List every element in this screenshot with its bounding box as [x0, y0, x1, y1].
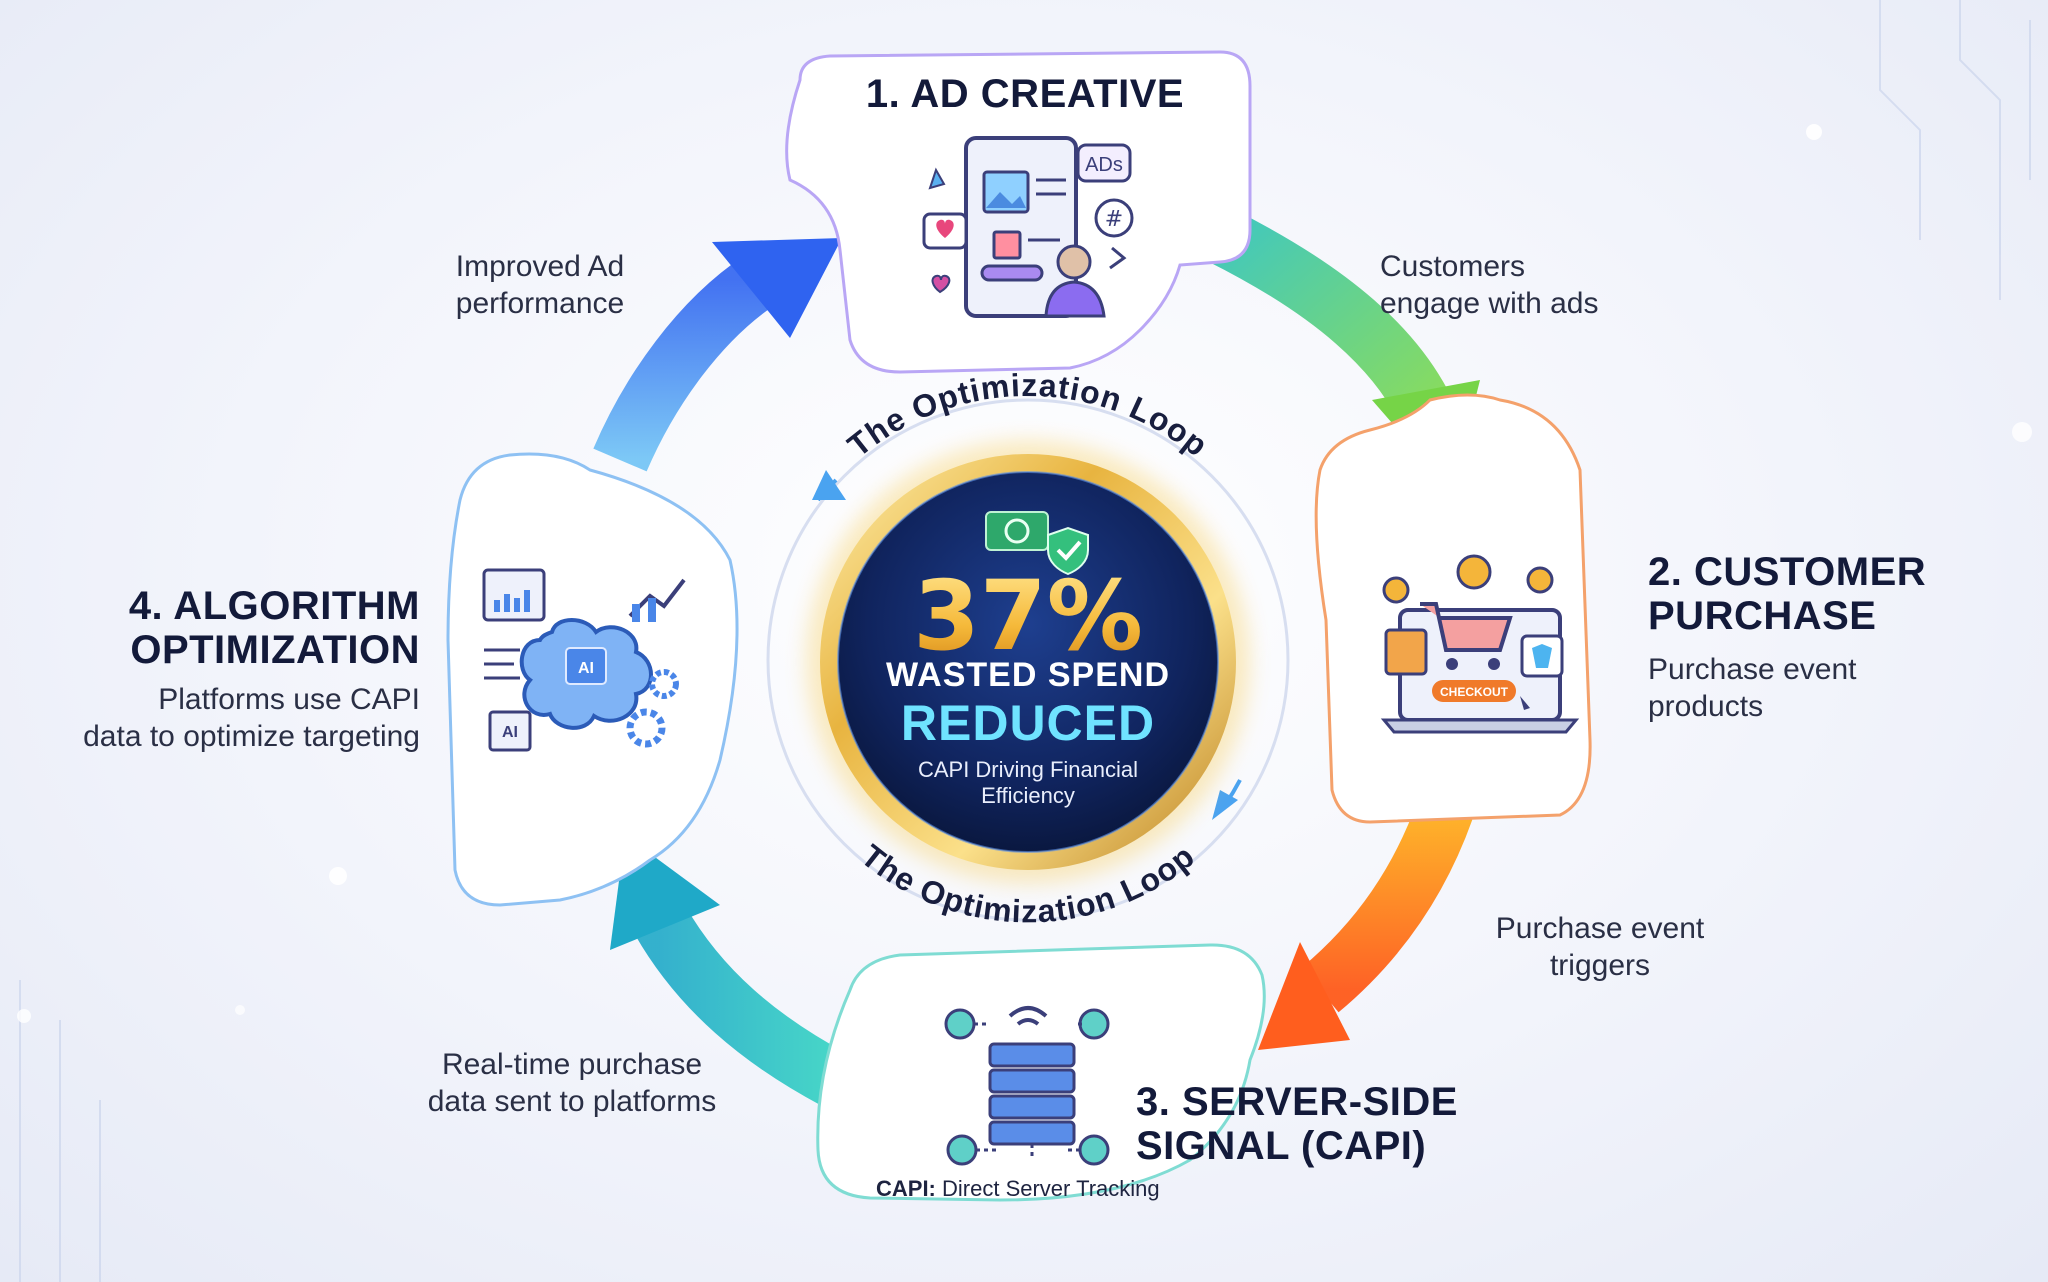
- flow-label-2-line-1: Purchase event: [1495, 912, 1705, 945]
- flow-label-2-line-2: triggers: [1549, 949, 1651, 982]
- badge-note-line-1: CAPI Driving Financial: [917, 757, 1139, 782]
- ad-creative-tablet-icon: #: [922, 136, 1134, 318]
- step-3-note-bold: CAPI:: [876, 1176, 936, 1201]
- step-4-title-line-2: OPTIMIZATION: [130, 628, 420, 672]
- badge-percent: 37%: [858, 566, 1198, 666]
- svg-text:#: #: [1105, 207, 1123, 232]
- flow-arrowhead-orange: [1258, 942, 1350, 1050]
- decorative-bokeh: [17, 124, 2032, 1023]
- step-4-title-line-1: 4. ALGORITHM: [128, 584, 420, 628]
- center-badge: [806, 440, 1250, 884]
- checkout-text: CHECKOUT: [1440, 685, 1509, 699]
- ai-brain-icon: [482, 568, 686, 752]
- flow-label-1-line-2: engage with ads: [1380, 287, 1599, 320]
- ads-bubble: [1076, 143, 1132, 183]
- flow-label-4-line-1: Improved Ad: [455, 250, 625, 283]
- ai-chip-small-text: AI: [502, 724, 518, 741]
- badge-line-1: WASTED SPEND: [885, 656, 1171, 694]
- decorative-circuit-lines: [19, 0, 2031, 1282]
- step-2-title-line-1: 2. CUSTOMER: [1648, 550, 1927, 594]
- ads-bubble-text: ADs: [1085, 154, 1123, 176]
- step-2-desc-line-1: Purchase event: [1648, 653, 1857, 686]
- step-3-title-line-1: 3. SERVER-SIDE: [1136, 1080, 1458, 1124]
- flow-label-3-line-2: data sent to platforms: [427, 1085, 717, 1118]
- step-4-desc-line-1: Platforms use CAPI: [158, 683, 420, 716]
- flow-label-4-line-2: performance: [455, 287, 625, 320]
- step-4-desc-line-2: data to optimize targeting: [83, 720, 420, 753]
- step-2-desc-line-2: products: [1648, 690, 1764, 723]
- flow-label-3-line-1: Real-time purchase: [441, 1048, 703, 1081]
- step-2-title-line-2: PURCHASE: [1648, 594, 1877, 638]
- badge-line-2: REDUCED: [900, 695, 1156, 751]
- server-stack-icon: [944, 1006, 1110, 1166]
- step-3-note: CAPI: Direct Server Tracking: [876, 1176, 1256, 1202]
- money-shield-icon: [985, 511, 1089, 576]
- step-3-note-rest: Direct Server Tracking: [935, 1176, 1160, 1201]
- inner-loop-ring: [766, 398, 1290, 922]
- step-3-title-line-2: SIGNAL (CAPI): [1136, 1124, 1427, 1168]
- ai-chip-text: AI: [578, 660, 594, 677]
- flow-arrowhead-blue: [712, 238, 842, 338]
- flow-label-1-line-1: Customers: [1380, 250, 1526, 283]
- shopping-cart-laptop-icon: [1380, 554, 1580, 734]
- step-1-title: 1. AD CREATIVE: [865, 72, 1185, 116]
- badge-note-line-2: Efficiency: [981, 783, 1075, 808]
